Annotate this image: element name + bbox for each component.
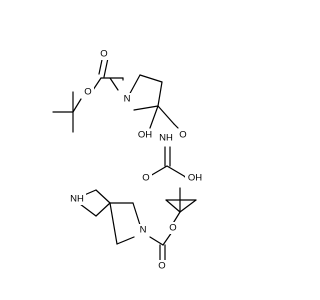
bond: [92, 77, 102, 91]
atom-label-azetidine-nh: NH: [70, 194, 84, 205]
bond: [95, 189, 111, 204]
bond: [132, 202, 141, 226]
atom-label-hydroxyl: OH: [188, 173, 202, 184]
bond: [162, 231, 173, 246]
atom-label-ester-oxygen: O: [169, 223, 176, 234]
bond: [166, 165, 185, 177]
bond: [139, 74, 163, 83]
bond: [149, 105, 159, 129]
atom-label-ring-nitrogen: N: [140, 225, 147, 236]
atom-label-ester-oxygen: O: [84, 87, 91, 98]
bond: [103, 57, 109, 78]
bond: [79, 203, 97, 217]
bond: [95, 202, 111, 217]
bond: [109, 77, 119, 91]
atom-labels: O O N OH NH O O OH NH N O O: [68, 48, 205, 272]
atom-label-carbonyl-oxygen: O: [100, 49, 107, 60]
atom-label-amide-oxygen: O: [179, 130, 186, 141]
molecule-boc-diazaspiro: [79, 187, 197, 263]
bond: [157, 105, 175, 125]
atom-label-carbonyl-oxygen: O: [142, 173, 149, 184]
atom-label-ring-nitrogen: N: [124, 94, 131, 105]
chemical-structure-drawing: O O N OH NH O O OH NH N O O: [52, 48, 205, 272]
bond: [149, 236, 164, 246]
bond: [157, 81, 163, 107]
bond: [173, 123, 179, 129]
atom-label-hydroxyl: OH: [138, 130, 152, 141]
bond: [179, 199, 197, 213]
atom-label-amine: NH: [159, 133, 173, 144]
structure-canvas: O O N OH NH O O OH NH N O O: [52, 48, 205, 272]
atom-label-carbonyl-oxygen: O: [158, 261, 165, 272]
molecule-carbonic-acid: [149, 146, 189, 181]
bond: [165, 199, 181, 213]
bond: [133, 105, 159, 111]
bond: [109, 202, 118, 245]
bond: [116, 236, 135, 245]
bond: [149, 165, 168, 177]
molecule-boc-pyrrolidine: [52, 54, 179, 133]
bond: [72, 98, 82, 113]
